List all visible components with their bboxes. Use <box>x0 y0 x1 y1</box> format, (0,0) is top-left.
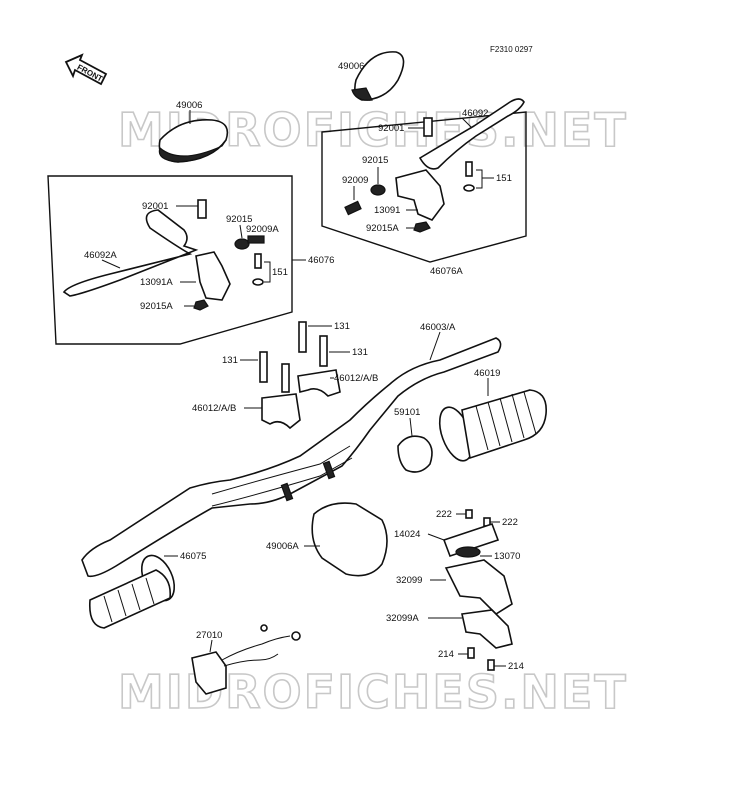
cover-14024 <box>442 522 500 558</box>
label-214-b: 214 <box>508 661 524 672</box>
bolt-92001-right <box>423 117 433 137</box>
gasket-13070 <box>455 546 481 558</box>
label-222-b: 222 <box>502 517 518 528</box>
label-46012-a: 46012/A/B <box>334 373 378 384</box>
label-222-a: 222 <box>436 509 452 520</box>
part-59101 <box>397 435 433 473</box>
lever-right <box>418 98 525 170</box>
left-lever-box <box>47 175 293 345</box>
bolt-131-c <box>319 335 328 367</box>
label-92001-right: 92001 <box>378 123 404 134</box>
switch-27010 <box>191 624 301 695</box>
label-92015A-left: 92015A <box>140 301 173 312</box>
lever-left <box>62 209 199 297</box>
throttle-housing-49006A <box>311 502 388 577</box>
label-49006A: 49006A <box>266 541 299 552</box>
bolt-92001-left <box>197 199 207 219</box>
label-46019: 46019 <box>474 368 500 379</box>
screw-92009A-left <box>247 235 265 244</box>
bolt-131-d <box>281 363 290 393</box>
screw-214-b <box>487 659 495 671</box>
bracket-13091-right <box>395 169 445 221</box>
label-131-c: 131 <box>352 347 368 358</box>
label-92015A-right: 92015A <box>366 223 399 234</box>
washer-151-right <box>463 184 475 192</box>
label-14024: 14024 <box>394 529 420 540</box>
bolt-151-left <box>254 253 262 269</box>
label-151-right: 151 <box>496 173 512 184</box>
lever-cover-left <box>158 119 229 163</box>
clamp-46012-b <box>261 393 301 430</box>
label-92009A-left: 92009A <box>246 224 279 235</box>
label-49006-left: 49006 <box>176 100 202 111</box>
diagram-code: F2310 0297 <box>490 45 533 54</box>
label-13091A-left: 13091A <box>140 277 173 288</box>
label-151-left: 151 <box>272 267 288 278</box>
housing-32099A <box>461 609 513 649</box>
label-32099: 32099 <box>396 575 422 586</box>
screw-222-a <box>465 509 473 519</box>
washer-92015-right <box>370 184 386 196</box>
label-131-a: 131 <box>334 321 350 332</box>
bolt-131-b <box>259 351 268 383</box>
bolt-131-a <box>298 321 307 353</box>
label-46075: 46075 <box>180 551 206 562</box>
label-46092A: 46092A <box>84 250 117 261</box>
label-32099A: 32099A <box>386 613 419 624</box>
handlebar <box>81 337 502 578</box>
label-92015-right: 92015 <box>362 155 388 166</box>
label-49006-right: 49006 <box>338 61 364 72</box>
bracket-13091A-left <box>195 251 231 301</box>
left-grip-46075 <box>88 554 176 629</box>
label-46012-b: 46012/A/B <box>192 403 236 414</box>
label-27010: 27010 <box>196 630 222 641</box>
throttle-grip-46019 <box>438 389 547 462</box>
label-214-a: 214 <box>438 649 454 660</box>
label-46003A: 46003/A <box>420 322 456 333</box>
label-13091-right: 13091 <box>374 205 400 216</box>
screw-214-a <box>467 647 475 659</box>
lever-cover-right <box>351 51 405 101</box>
label-59101: 59101 <box>394 407 420 418</box>
nut-92015A-left <box>193 299 209 311</box>
housing-32099 <box>444 559 513 616</box>
nut-92015A-right <box>413 221 431 233</box>
screw-92009-right <box>344 200 362 216</box>
washer-92015-left <box>234 238 250 250</box>
label-13070: 13070 <box>494 551 520 562</box>
label-46092: 46092 <box>462 108 488 119</box>
bolt-151-right <box>465 161 473 177</box>
label-92001-left: 92001 <box>142 201 168 212</box>
label-92009-right: 92009 <box>342 175 368 186</box>
front-arrow-icon: FRONT <box>64 53 108 86</box>
washer-151-left <box>252 278 264 286</box>
label-46076A: 46076A <box>430 266 463 277</box>
label-131-b: 131 <box>222 355 238 366</box>
label-46076: 46076 <box>308 255 334 266</box>
crossbar <box>211 445 351 495</box>
clamp-46012-a <box>297 369 341 397</box>
label-92015-left: 92015 <box>226 214 252 225</box>
